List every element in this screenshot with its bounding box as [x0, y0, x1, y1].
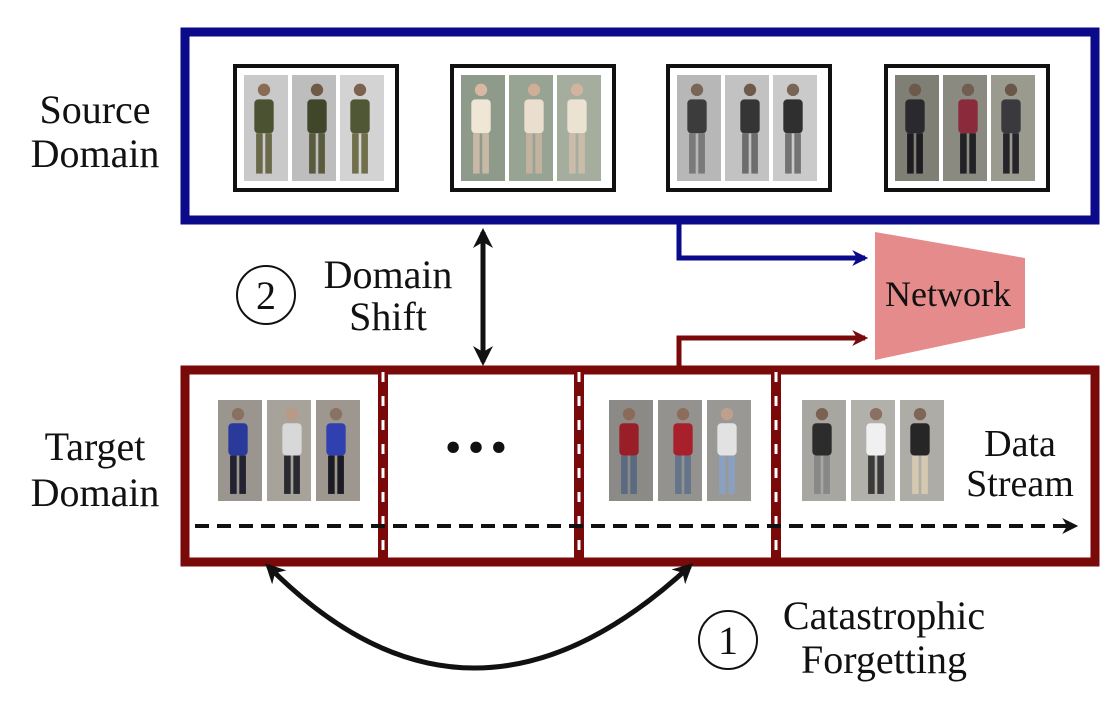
person-group-olive [233, 64, 399, 192]
domain-shift-label: Domain Shift [298, 254, 478, 338]
network-block [875, 232, 1025, 360]
person-group-grey-shirt [666, 64, 832, 192]
person-image [509, 75, 553, 181]
data-stream-label: Data Stream [950, 424, 1090, 504]
marker-2: 2 [236, 265, 296, 325]
source-to-network-arrow [676, 224, 869, 267]
person-group-mixed [802, 400, 944, 501]
person-image [244, 75, 288, 181]
source-domain-label: Source Domain [10, 88, 180, 176]
source-label-line2: Domain [30, 131, 160, 176]
person-image [851, 400, 895, 501]
person-image [292, 75, 336, 181]
shift-label-line2: Shift [349, 294, 427, 339]
person-group-blue [218, 400, 360, 501]
ellipsis: ••• [444, 421, 514, 474]
person-image [943, 75, 987, 181]
person-image [900, 400, 944, 501]
person-image [677, 75, 721, 181]
target-domain-label: Target Domain [10, 424, 180, 516]
source-image-groups [233, 64, 1050, 192]
stream-label-line2: Stream [966, 463, 1074, 505]
person-group-red-shirt [609, 400, 751, 501]
stream-label-line1: Data [984, 423, 1056, 465]
person-image [658, 400, 702, 501]
network-label: Network [885, 274, 1011, 314]
person-group-dark-red [884, 64, 1050, 192]
person-image [725, 75, 769, 181]
person-image [218, 400, 262, 501]
shift-label-line1: Domain [323, 252, 453, 297]
source-label-line1: Source [39, 87, 151, 132]
person-image [340, 75, 384, 181]
person-image [802, 400, 846, 501]
person-image [316, 400, 360, 501]
target-separators [378, 372, 781, 560]
source-domain-box [180, 27, 1100, 225]
catastrophic-forgetting-label: Catastrophic Forgetting [764, 594, 1004, 682]
forgetting-label-line2: Forgetting [801, 637, 967, 682]
person-image [707, 400, 751, 501]
person-image [609, 400, 653, 501]
person-image [895, 75, 939, 181]
person-group-white-coat [450, 64, 616, 192]
forgetting-label-line1: Catastrophic [782, 593, 986, 638]
marker-1: 1 [698, 610, 758, 670]
target-label-line1: Target [44, 424, 146, 469]
person-image [557, 75, 601, 181]
forgetting-arrow [265, 563, 693, 671]
person-image [267, 400, 311, 501]
target-label-line2: Domain [30, 470, 160, 515]
target-domain-box [180, 365, 1100, 567]
person-image [991, 75, 1035, 181]
target-to-network-arrow [676, 329, 869, 366]
person-image [461, 75, 505, 181]
person-image [773, 75, 817, 181]
target-image-groups [218, 400, 944, 501]
